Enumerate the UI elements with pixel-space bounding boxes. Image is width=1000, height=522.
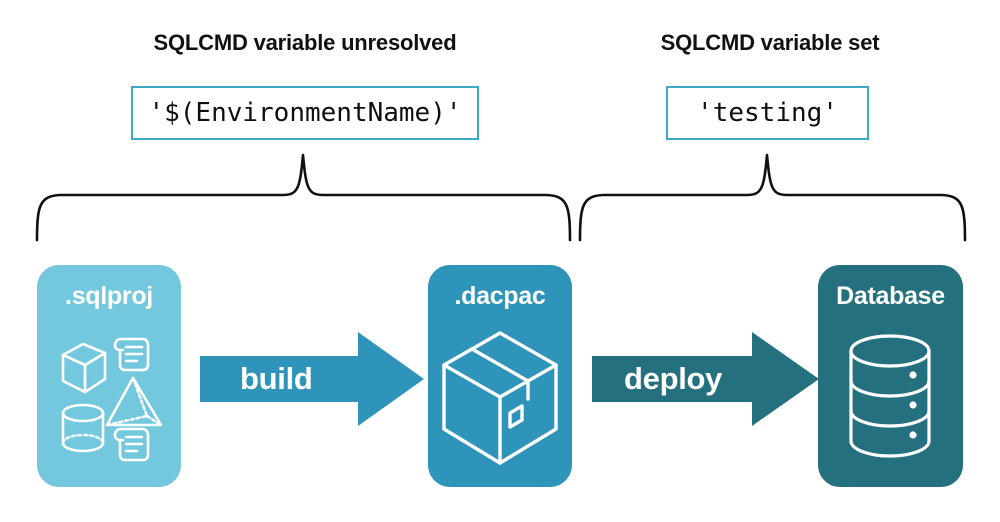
card-database-title: Database <box>836 282 945 310</box>
package-box-icon <box>442 331 558 465</box>
group-label-left: SQLCMD variable unresolved <box>153 30 457 55</box>
arrow-deploy-label: deploy <box>624 361 723 396</box>
script-scroll-icon <box>113 427 150 462</box>
cylinder-icon <box>61 403 105 453</box>
brace-right-icon <box>578 153 967 242</box>
script-scroll-icon <box>113 337 150 372</box>
card-sqlproj[interactable]: .sqlproj <box>37 265 181 487</box>
pyramid-icon <box>105 376 163 427</box>
arrow-deploy-shape <box>592 332 819 426</box>
brace-left-icon <box>35 153 572 242</box>
arrow-build-shape <box>200 332 424 426</box>
group-label-right: SQLCMD variable set <box>660 30 880 55</box>
card-dacpac[interactable]: .dacpac <box>428 265 572 487</box>
sqlcmd-value-box-set: 'testing' <box>666 86 869 140</box>
arrow-build-label: build <box>240 361 313 396</box>
sqlcmd-value-box-unresolved: '$(EnvironmentName)' <box>131 86 479 140</box>
cube-icon <box>61 342 107 394</box>
sqlproj-artifact-icons <box>61 337 163 462</box>
arrow-deploy: deploy <box>592 330 820 428</box>
card-sqlproj-title: .sqlproj <box>65 282 153 310</box>
dacpac-package-icon <box>442 331 558 465</box>
database-artifact-icon <box>849 334 931 458</box>
database-status-dots-icon <box>909 371 917 439</box>
database-cylinder-icon <box>849 334 931 458</box>
card-database[interactable]: Database <box>818 265 963 487</box>
card-dacpac-title: .dacpac <box>454 282 546 310</box>
arrow-build: build <box>200 330 425 428</box>
